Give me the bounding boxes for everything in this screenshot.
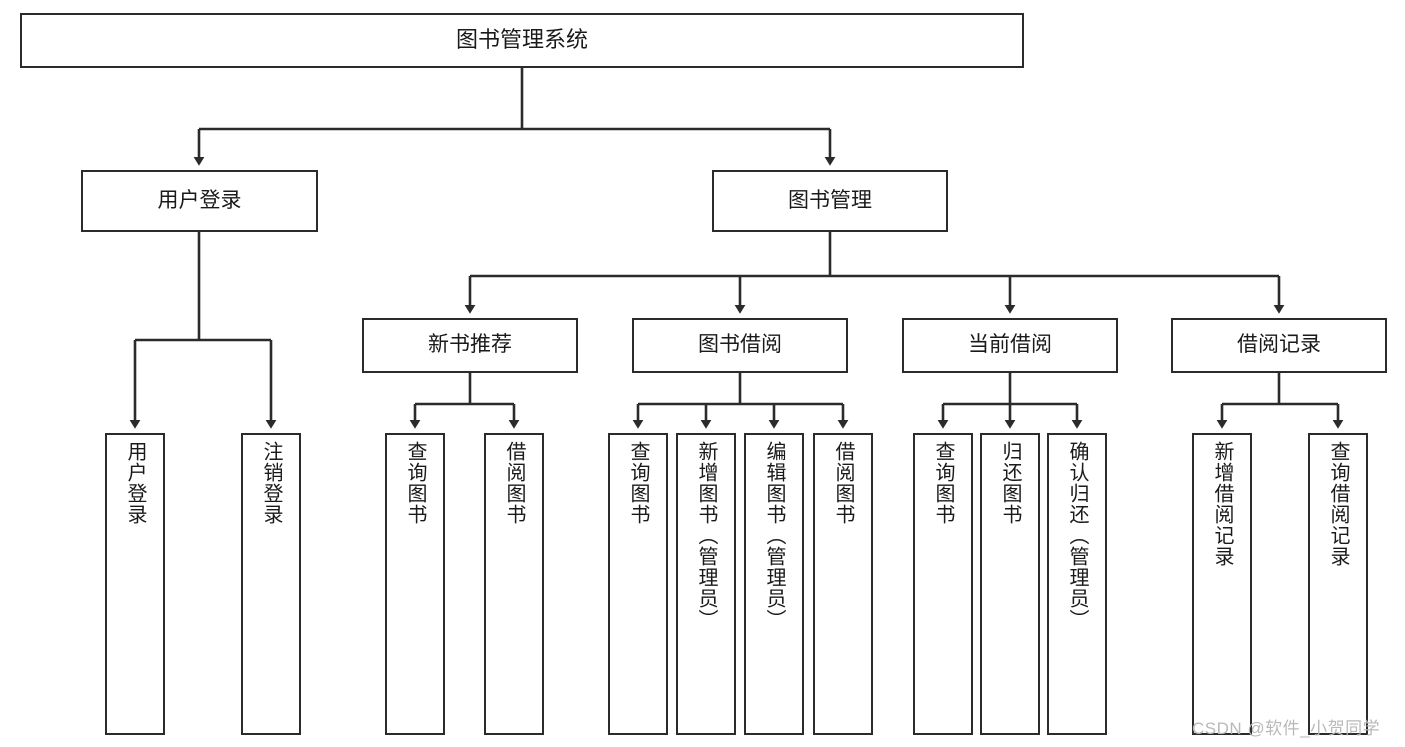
node-label: 当前借阅 (968, 333, 1052, 357)
node-label: 借阅图书 (503, 441, 525, 525)
node-leaf-return-book[interactable]: 归还图书 (980, 433, 1040, 735)
node-leaf-query-borrow-record[interactable]: 查询借阅记录 (1308, 433, 1368, 735)
node-label: 图书管理 (788, 188, 872, 212)
node-leaf-user-login[interactable]: 用户登录 (105, 433, 165, 735)
node-book-borrow[interactable]: 图书借阅 (632, 318, 848, 373)
node-label: 查询图书 (932, 441, 954, 525)
node-leaf-borrow-book[interactable]: 借阅图书 (813, 433, 873, 735)
watermark-text: CSDN @软件_小贺同学 (1192, 719, 1381, 738)
node-label: 借阅记录 (1237, 333, 1321, 357)
node-label: 图书管理系统 (455, 27, 588, 53)
node-label: 注销登录 (260, 441, 282, 525)
node-label: 图书借阅 (698, 333, 782, 357)
node-label: 用户登录 (124, 441, 146, 525)
node-leaf-query-book-borrow[interactable]: 查询图书 (608, 433, 668, 735)
node-leaf-logout[interactable]: 注销登录 (241, 433, 301, 735)
node-label: 用户登录 (157, 188, 242, 212)
node-leaf-add-borrow-record[interactable]: 新增借阅记录 (1192, 433, 1252, 735)
node-label: 查询图书 (627, 441, 649, 525)
node-label: 查询图书 (404, 441, 426, 525)
node-leaf-add-book[interactable]: 新增图书（管理员） (676, 433, 736, 735)
node-leaf-query-book-recommend[interactable]: 查询图书 (385, 433, 445, 735)
node-root-system[interactable]: 图书管理系统 (20, 13, 1024, 68)
node-label: 查询借阅记录 (1327, 441, 1349, 567)
node-leaf-confirm-return[interactable]: 确认归还（管理员） (1047, 433, 1107, 735)
node-current-borrow[interactable]: 当前借阅 (902, 318, 1118, 373)
node-leaf-edit-book[interactable]: 编辑图书（管理员） (744, 433, 804, 735)
node-label: 新书推荐 (428, 333, 512, 357)
node-label: 编辑图书（管理员） (763, 441, 785, 630)
node-label: 归还图书 (999, 441, 1021, 525)
node-label: 借阅图书 (832, 441, 854, 525)
node-label: 新增借阅记录 (1211, 441, 1233, 567)
node-label: 确认归还（管理员） (1066, 441, 1088, 630)
node-user-login[interactable]: 用户登录 (81, 170, 318, 232)
node-label: 新增图书（管理员） (695, 441, 717, 630)
node-leaf-query-book-current[interactable]: 查询图书 (913, 433, 973, 735)
node-borrow-record[interactable]: 借阅记录 (1171, 318, 1387, 373)
node-book-manage[interactable]: 图书管理 (712, 170, 948, 232)
node-new-book-recommend[interactable]: 新书推荐 (362, 318, 578, 373)
node-leaf-borrow-book-recommend[interactable]: 借阅图书 (484, 433, 544, 735)
